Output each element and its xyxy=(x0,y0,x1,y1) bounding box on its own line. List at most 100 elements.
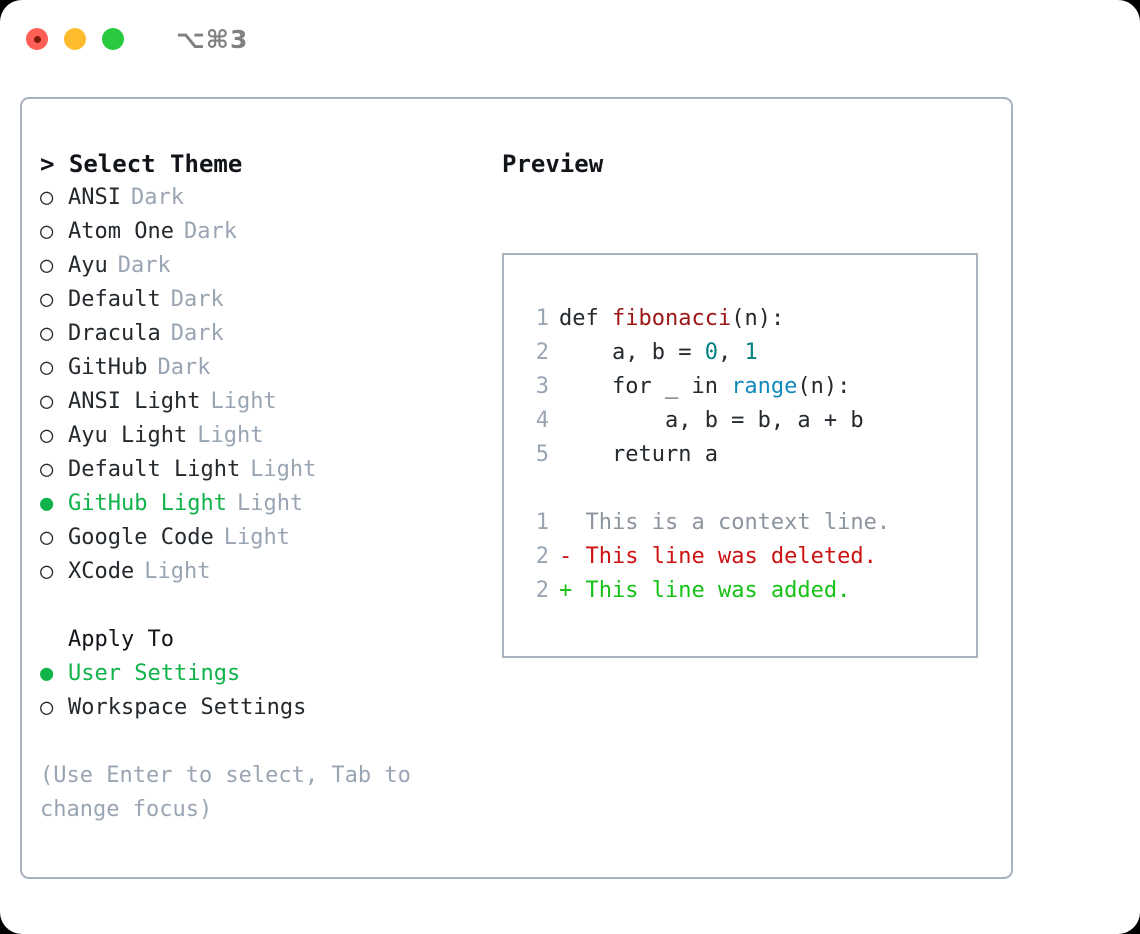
line-number: 2 xyxy=(535,340,549,365)
code-segment-number: 1 xyxy=(744,340,758,365)
radio-icon: ○ xyxy=(40,219,54,244)
theme-label: GitHub Light xyxy=(68,491,227,516)
diff-text: This is a context line. xyxy=(585,510,891,535)
line-number: 2 xyxy=(535,578,549,603)
theme-tag: Light xyxy=(197,423,264,448)
diff-text: This line was added. xyxy=(585,578,851,603)
theme-tag: Dark xyxy=(183,219,237,244)
theme-option-default[interactable]: ○ Default Dark xyxy=(40,283,500,317)
theme-label: Ayu Light xyxy=(68,423,188,448)
theme-option-default-light[interactable]: ○ Default Light Light xyxy=(40,453,500,487)
traffic-lights xyxy=(26,28,124,50)
theme-tag: Dark xyxy=(157,355,211,380)
radio-selected-icon: ● xyxy=(40,661,54,686)
close-icon xyxy=(33,35,41,43)
preview-column: Preview 1 def fibonacci(n): 2 a, b = 0, … xyxy=(502,147,1002,658)
diff-line-deleted: 2 - This line was deleted. xyxy=(523,540,976,574)
code-segment: a, b = b, a + b xyxy=(559,408,864,433)
radio-icon: ○ xyxy=(40,287,54,312)
apply-to-label: User Settings xyxy=(68,661,241,686)
code-blank-line xyxy=(523,472,976,506)
radio-icon: ○ xyxy=(40,423,54,448)
diff-marker: - xyxy=(559,544,586,569)
theme-label: ANSI xyxy=(68,185,121,210)
theme-tag: Light xyxy=(210,389,277,414)
theme-option-github[interactable]: ○ GitHub Dark xyxy=(40,351,500,385)
minimize-window-button[interactable] xyxy=(64,28,86,50)
line-number: 4 xyxy=(535,408,549,433)
radio-selected-icon: ● xyxy=(40,491,54,516)
theme-label: Default Light xyxy=(68,457,241,482)
theme-tag: Light xyxy=(236,491,304,516)
select-theme-header: > Select Theme xyxy=(40,150,243,178)
theme-tag: Light xyxy=(250,457,317,482)
radio-icon: ○ xyxy=(40,321,54,346)
theme-tag: Dark xyxy=(170,321,224,346)
code-preview-box: 1 def fibonacci(n): 2 a, b = 0, 1 3 for … xyxy=(502,253,978,658)
theme-option-ayu[interactable]: ○ Ayu Dark xyxy=(40,249,500,283)
theme-option-ansi-light[interactable]: ○ ANSI Light Light xyxy=(40,385,500,419)
theme-tag: Dark xyxy=(170,287,224,312)
line-number: 2 xyxy=(535,544,549,569)
theme-tag: Dark xyxy=(130,185,184,210)
theme-label: Atom One xyxy=(68,219,174,244)
code-segment: def xyxy=(559,306,612,331)
code-segment-number: 0 xyxy=(704,340,718,365)
radio-icon: ○ xyxy=(40,253,54,278)
maximize-window-button[interactable] xyxy=(102,28,124,50)
radio-icon: ○ xyxy=(40,695,54,720)
line-number: 1 xyxy=(535,306,549,331)
radio-icon: ○ xyxy=(40,355,54,380)
theme-label: XCode xyxy=(68,559,135,584)
apply-to-option-workspace-settings[interactable]: ○ Workspace Settings xyxy=(40,691,500,725)
keyboard-shortcut-label: ⌥⌘3 xyxy=(176,24,249,54)
code-segment: (n): xyxy=(797,374,851,399)
theme-picker-column: > Select Theme ○ ANSI Dark ○ Atom One Da… xyxy=(40,147,500,827)
diff-line-context: 1 This is a context line. xyxy=(523,506,976,540)
code-line: 5 return a xyxy=(523,438,976,472)
theme-label: Default xyxy=(68,287,161,312)
theme-option-dracula[interactable]: ○ Dracula Dark xyxy=(40,317,500,351)
theme-option-atom-one[interactable]: ○ Atom One Dark xyxy=(40,215,500,249)
theme-label: Dracula xyxy=(68,321,161,346)
radio-icon: ○ xyxy=(40,389,54,414)
theme-option-xcode[interactable]: ○ XCode Light xyxy=(40,555,500,589)
radio-icon: ○ xyxy=(40,525,54,550)
diff-line-added: 2 + This line was added. xyxy=(523,574,976,608)
theme-label: Google Code xyxy=(68,525,214,550)
radio-icon: ○ xyxy=(40,185,54,210)
apply-to-label: Workspace Settings xyxy=(68,695,307,720)
diff-marker: + xyxy=(559,578,586,603)
code-segment-function: fibonacci xyxy=(611,306,732,331)
theme-option-ayu-light[interactable]: ○ Ayu Light Light xyxy=(40,419,500,453)
code-segment-builtin: range xyxy=(731,374,798,399)
theme-option-github-light[interactable]: ● GitHub Light Light xyxy=(40,487,500,521)
code-line: 2 a, b = 0, 1 xyxy=(523,336,976,370)
code-segment: for _ in xyxy=(559,374,732,399)
radio-icon: ○ xyxy=(40,559,54,584)
theme-tag: Dark xyxy=(117,253,171,278)
main-panel: > Select Theme ○ ANSI Dark ○ Atom One Da… xyxy=(20,97,1013,879)
code-line: 3 for _ in range(n): xyxy=(523,370,976,404)
theme-label: GitHub xyxy=(68,355,148,380)
theme-option-ansi[interactable]: ○ ANSI Dark xyxy=(40,181,500,215)
line-number: 1 xyxy=(535,510,549,535)
diff-text: This line was deleted. xyxy=(585,544,877,569)
apply-to-option-user-settings[interactable]: ● User Settings xyxy=(40,657,500,691)
theme-tag: Light xyxy=(223,525,290,550)
code-line: 1 def fibonacci(n): xyxy=(523,302,976,336)
theme-label: ANSI Light xyxy=(68,389,201,414)
code-line: 4 a, b = b, a + b xyxy=(523,404,976,438)
title-bar: ⌥⌘3 xyxy=(0,0,1140,78)
keyboard-hint-text: (Use Enter to select, Tab to change focu… xyxy=(40,763,411,822)
close-window-button[interactable] xyxy=(26,28,48,50)
theme-label: Ayu xyxy=(68,253,108,278)
line-number: 3 xyxy=(535,374,549,399)
theme-tag: Light xyxy=(144,559,211,584)
code-segment: a, b = xyxy=(559,340,705,365)
section-spacer xyxy=(40,589,500,623)
theme-option-google-code[interactable]: ○ Google Code Light xyxy=(40,521,500,555)
preview-title: Preview xyxy=(502,150,604,178)
apply-to-header: Apply To xyxy=(68,627,174,652)
